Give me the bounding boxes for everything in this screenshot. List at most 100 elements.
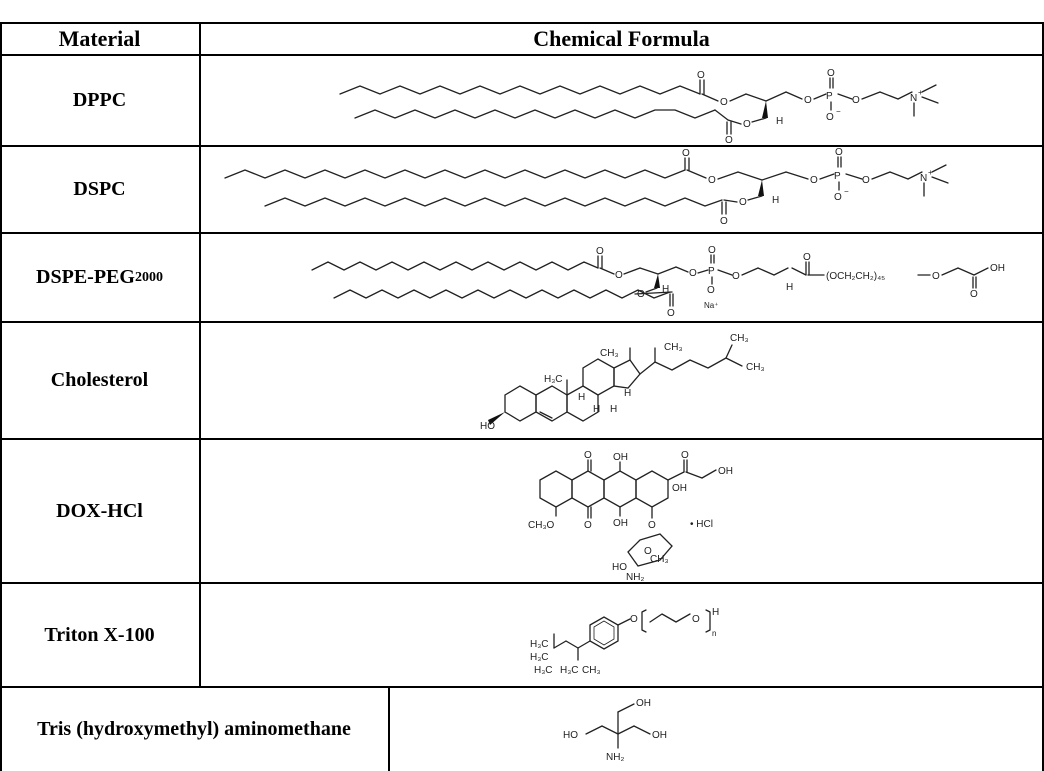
table-rule-row5 [0, 582, 1044, 584]
dox-side-oh: OH [718, 466, 733, 477]
dspc-po-minus: − [844, 187, 849, 196]
dspe-amide-o: O [803, 252, 811, 263]
dox-glycosidic-o: O [648, 520, 656, 531]
dspe-carbonyl-o2: O [667, 308, 675, 319]
triton-ether-o: O [630, 614, 638, 625]
dox-methoxy: CH₃O [528, 520, 555, 531]
dox-tertiary-oh: OH [672, 483, 687, 494]
triton-peg-o: O [692, 614, 700, 625]
dspe-amide-h: H [786, 282, 793, 293]
table-rule-header [0, 54, 1044, 56]
dspc-po-double-o: O [835, 147, 843, 158]
dspe-phosphorus: P [708, 266, 715, 277]
cholesterol-ch3-top: CH₃ [600, 348, 619, 359]
tris-oh-top: OH [636, 698, 651, 709]
cholesterol-h-4: H [624, 388, 631, 399]
dppc-nitrogen-charge: + [918, 88, 923, 97]
dox-oh-bottom: OH [613, 518, 628, 529]
dppc-carbonyl-o1: O [697, 70, 705, 81]
table-rule-row2 [0, 232, 1044, 234]
dppc-ester-o1: O [720, 97, 728, 108]
triton-h3c-3: H₃C [534, 665, 553, 676]
row-label-dox-hcl: DOX-HCl [56, 499, 143, 522]
row-label-dspe-peg-sub: 2000 [134, 269, 163, 285]
row-label-cholesterol: Cholesterol [50, 369, 149, 391]
dspe-carboxyl-o: O [970, 289, 978, 300]
cholesterol-h-2: H [593, 404, 600, 415]
dppc-po-minus-o: O [826, 112, 834, 123]
dspc-nitrogen-charge: + [928, 168, 933, 177]
tris-nh2: NH₂ [606, 752, 624, 763]
triton-ch3: CH₃ [582, 665, 601, 676]
dspc-ester-o2: O [739, 197, 747, 208]
tris-oh-right: OH [652, 730, 667, 741]
dspe-ethanolamine-o: O [732, 271, 740, 282]
triton-h3c-2: H₃C [530, 652, 549, 663]
dspe-peg-chain: (OCH₂CH₂)₄₅ [826, 271, 885, 282]
dppc-po-double-o: O [827, 68, 835, 79]
cholesterol-h-3: H [610, 404, 617, 415]
dspc-chiral-h: H [772, 195, 779, 206]
dspe-sodium: Na⁺ [704, 301, 718, 310]
dspe-carboxyl-oh: OH [990, 263, 1005, 274]
row-label-dppc: DPPC [72, 89, 127, 111]
table-rule-row6 [0, 686, 1044, 688]
dppc-choline-o: O [852, 95, 860, 106]
dox-sugar-ho: HO [612, 562, 627, 573]
dspe-ester-o2: O [637, 289, 645, 300]
dox-quinone-o2: O [584, 520, 592, 531]
triton-terminal-h: H [712, 607, 719, 618]
cholesterol-h-1: H [578, 392, 585, 403]
dppc-po-minus: − [836, 107, 841, 116]
triton-h3c-1: H₃C [530, 639, 549, 650]
row-label-dspc: DSPC [73, 178, 126, 200]
dox-sugar-ring-o: O [644, 546, 652, 557]
tris-ho-left: HO [563, 730, 578, 741]
dspc-nitrogen: N [920, 173, 927, 184]
dppc-ester-o2: O [743, 119, 751, 130]
dspe-ester-o1: O [615, 270, 623, 281]
dox-ketone-o: O [681, 450, 689, 461]
table-column-divider [199, 22, 201, 686]
dspc-ester-o1: O [708, 175, 716, 186]
dspc-po-minus-o: O [834, 192, 842, 203]
cholesterol-ch3-side: CH₃ [664, 342, 683, 353]
table-column-divider-last-row [388, 686, 390, 771]
dspc-choline-o: O [862, 175, 870, 186]
dox-sugar-ch3: CH₃ [650, 554, 669, 565]
dspe-po-minus-o: O [707, 285, 715, 296]
dppc-nitrogen: N [910, 93, 917, 104]
dppc-carbonyl-o2: O [725, 135, 733, 146]
dox-hcl: • HCl [690, 519, 713, 530]
triton-h3c-4: H₃C [560, 665, 579, 676]
triton-repeat-n: n [712, 629, 716, 638]
row-label-triton-x100: Triton X-100 [44, 623, 155, 646]
row-label-dspe-peg-main: DSPE-PEG [36, 266, 135, 288]
table-border-left [0, 22, 2, 771]
dox-sugar-nh2: NH₂ [626, 572, 644, 583]
dox-oh-top: OH [613, 452, 628, 463]
dspc-phosphorus: P [834, 171, 841, 182]
header-chemical-formula: Chemical Formula [533, 26, 710, 51]
dspc-carbonyl-o1: O [682, 148, 690, 159]
dspe-po-double-o: O [708, 245, 716, 256]
table-border-top [0, 22, 1044, 24]
dspe-carbonyl-o1: O [596, 246, 604, 257]
dspc-carbonyl-o2: O [720, 216, 728, 227]
table-rule-row3 [0, 321, 1044, 323]
cholesterol-ch3-iso2: CH₃ [746, 362, 765, 373]
dspe-peg-terminal-o: O [932, 271, 940, 282]
dox-quinone-o1: O [584, 450, 592, 461]
table-border-right [1042, 22, 1044, 771]
table-rule-row1 [0, 145, 1044, 147]
dspe-chiral-h: H [662, 284, 669, 295]
